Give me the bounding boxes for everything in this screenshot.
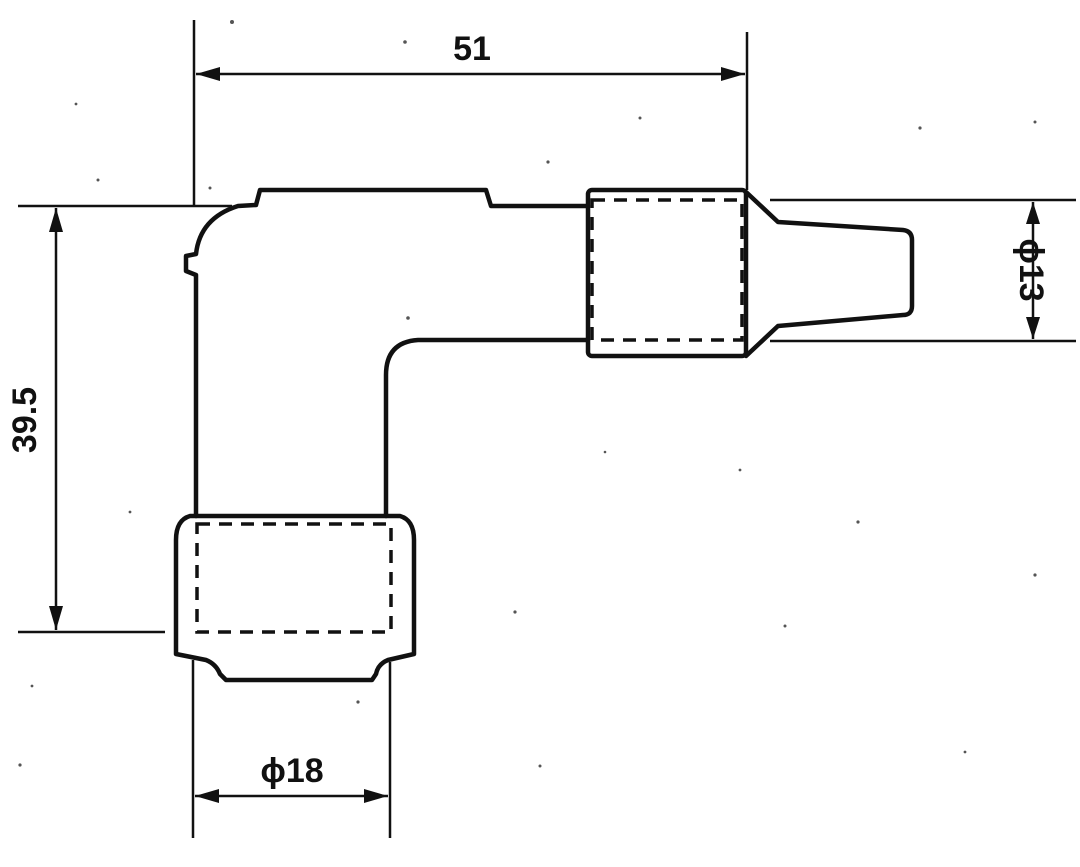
diameter-large-label: ϕ18 (260, 752, 323, 790)
dimension-diameter-small (770, 198, 1076, 343)
horizontal-sleeve (585, 187, 749, 359)
length-label: 51 (453, 30, 491, 68)
diameter-small-label: ϕ13 (1012, 238, 1050, 301)
dimension-length (192, 20, 749, 205)
elbow-inner-outline (383, 337, 591, 519)
height-label: 39.5 (6, 387, 44, 453)
vertical-sleeve (173, 513, 417, 683)
horizontal-sleeve-hidden-bore (590, 198, 744, 342)
paper-specks (18, 20, 1037, 768)
elbow-body-outline (183, 187, 591, 519)
tapered-nose (743, 189, 915, 359)
dimension-diameter-large (191, 660, 392, 838)
vertical-sleeve-hidden-bore (195, 522, 393, 634)
dimension-height (18, 204, 232, 634)
